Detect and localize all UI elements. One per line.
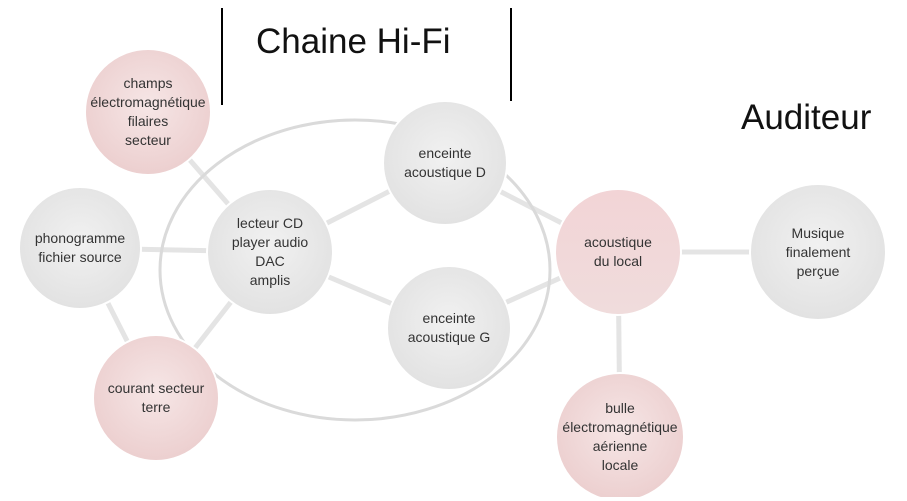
node-phono <box>18 186 142 310</box>
node-enceinteD <box>382 100 508 226</box>
hifi-chain-heading: Chaine Hi-Fi <box>256 22 451 61</box>
listener-heading: Auditeur <box>741 98 872 137</box>
node-enceinteG <box>386 265 512 391</box>
node-bulle <box>555 372 685 497</box>
node-lecteur <box>206 188 334 316</box>
node-acoustique <box>554 188 682 316</box>
node-courant <box>92 334 220 462</box>
node-champs <box>84 48 212 176</box>
node-musique <box>749 183 887 321</box>
node-circles <box>18 48 887 497</box>
hifi-chain-ring <box>158 118 552 422</box>
